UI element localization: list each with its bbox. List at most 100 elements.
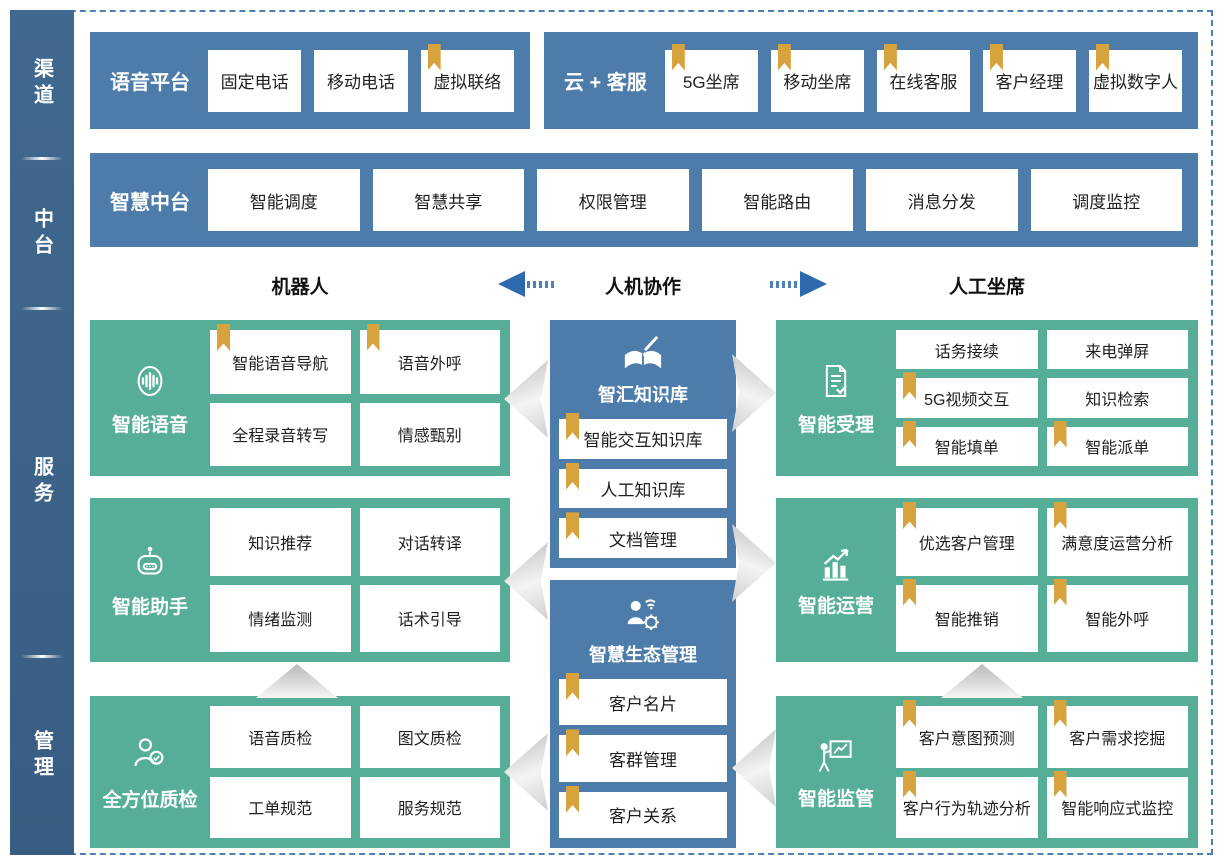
diagram-item: 满意度运营分析 bbox=[1046, 502, 1188, 576]
diagram-item-label: 权限管理 bbox=[578, 192, 647, 212]
sidebar-stage-label: 中台 bbox=[30, 207, 53, 260]
collaboration-header: 机器人 人机协作 人工坐席 bbox=[90, 260, 1198, 308]
diagram-item: 消息分发 bbox=[866, 169, 1018, 231]
service-panel-label: 智能运营 bbox=[782, 508, 890, 652]
middle-platform-row: 智慧中台智能调度智慧共享权限管理智能路由消息分发调度监控 bbox=[90, 153, 1198, 247]
diagram-item: 话务接续 bbox=[896, 330, 1038, 370]
diagram-item: 工单规范 bbox=[210, 776, 351, 838]
sidebar-divider bbox=[21, 654, 63, 658]
diagram-item: 移动电话 bbox=[314, 49, 408, 112]
diagram-item: 智能路由 bbox=[701, 169, 853, 231]
panel-title: 语音平台 bbox=[110, 72, 190, 94]
middle-platform-panel: 智慧中台智能调度智慧共享权限管理智能路由消息分发调度监控 bbox=[90, 153, 1198, 247]
robot-icon bbox=[129, 542, 171, 584]
diagram-item-label: 图文质检 bbox=[397, 730, 462, 748]
diagram-item: 权限管理 bbox=[537, 169, 689, 231]
service-panel-items: 语音质检 图文质检工单规范 服务规范 bbox=[210, 706, 500, 838]
diagram-item: 情感甄别 bbox=[359, 402, 500, 466]
diagram-item-label: 虚拟数字人 bbox=[1093, 73, 1178, 92]
diagram-item: 在线客服 bbox=[876, 43, 970, 112]
diagram-item-label: 消息分发 bbox=[907, 192, 976, 212]
diagram-item-label: 在线客服 bbox=[889, 73, 958, 92]
diagram-item: 智能交互知识库 bbox=[559, 413, 727, 459]
ecosystem-icon bbox=[621, 594, 665, 636]
diagram-item: 优选客户管理 bbox=[896, 502, 1038, 576]
diagram-item-label: 话务接续 bbox=[934, 343, 999, 361]
diagram-item-label: 客群管理 bbox=[609, 750, 677, 770]
diagram-item: 虚拟联络 bbox=[420, 43, 514, 112]
service-panel-items: 智能语音导航语音外呼全程录音转写情感甄别 bbox=[210, 324, 500, 466]
diagram-item-label: 客户意图预测 bbox=[918, 730, 1015, 748]
sidebar-stage-1: 渠道 bbox=[28, 10, 57, 157]
diagram-item: 客户关系 bbox=[559, 785, 727, 838]
service-panel-items: 优选客户管理 满意度运营分析智能推销 智能外呼 bbox=[896, 502, 1188, 652]
bookmark-icon bbox=[427, 43, 441, 71]
diagram-item: 图文质检 bbox=[359, 706, 500, 768]
panel-items: 智能调度智慧共享权限管理智能路由消息分发调度监控 bbox=[208, 169, 1182, 231]
service-panel-title: 智能助手 bbox=[111, 596, 188, 618]
diagram-item-label: 智能推销 bbox=[934, 612, 999, 630]
flow-arrow-right-2 bbox=[732, 524, 776, 602]
bookmark-icon bbox=[1053, 770, 1067, 798]
flow-arrow-left-3 bbox=[504, 733, 548, 811]
bookmark-icon bbox=[903, 502, 916, 529]
robot-column: 智能语音智能语音导航语音外呼全程录音转写情感甄别智能助手知识推荐对话转译情绪监测… bbox=[90, 320, 510, 848]
sidebar-stage-4: 管理 bbox=[28, 658, 57, 855]
bookmark-icon bbox=[903, 770, 916, 798]
voice-platform-panel: 语音平台固定电话移动电话虚拟联络 bbox=[90, 32, 530, 129]
diagram-item-label: 语音外呼 bbox=[397, 355, 462, 373]
diagram-item: 服务规范 bbox=[359, 776, 500, 838]
center-column: 智汇知识库智能交互知识库人工知识库文档管理智慧生态管理客户名片客群管理客户关系 bbox=[550, 320, 736, 848]
diagram-item: 语音质检 bbox=[210, 706, 351, 768]
bookmark-icon bbox=[903, 700, 916, 727]
knowledge-panel-title: 智汇知识库 bbox=[598, 385, 688, 405]
service-panel-title: 智能运营 bbox=[797, 595, 874, 617]
knowledge-panel-title: 智慧生态管理 bbox=[589, 645, 697, 665]
diagram-item: 客户名片 bbox=[559, 673, 727, 726]
diagram-item: 客户意图预测 bbox=[896, 700, 1038, 768]
diagram-item: 智能语音导航 bbox=[210, 324, 351, 394]
diagram-item-label: 智能外呼 bbox=[1085, 612, 1150, 630]
knowledge-panel-items: 客户名片客群管理客户关系 bbox=[559, 673, 727, 838]
service-panel-title: 智能受理 bbox=[797, 414, 874, 436]
bookmark-icon bbox=[217, 324, 230, 351]
panel-title: 智慧中台 bbox=[110, 191, 190, 214]
diagram-item-label: 客户经理 bbox=[995, 73, 1064, 92]
service-panel-title: 全方位质检 bbox=[102, 789, 198, 811]
diagram-item: 移动坐席 bbox=[770, 43, 864, 112]
bookmark-icon bbox=[366, 324, 380, 351]
diagram-item: 智慧共享 bbox=[372, 169, 524, 231]
diagram-item-label: 文档管理 bbox=[609, 530, 677, 550]
service-panel: 智能监管客户意图预测客户需求挖掘客户行为轨迹分析智能响应式监控 bbox=[776, 696, 1198, 848]
bookmark-icon bbox=[671, 43, 685, 71]
diagram-item: 来电弹屏 bbox=[1046, 330, 1188, 370]
diagram-item-label: 智能响应式监控 bbox=[1061, 801, 1174, 819]
operations-icon bbox=[815, 543, 857, 583]
service-panel-label: 智能语音 bbox=[96, 330, 204, 466]
service-panel-label: 智能监管 bbox=[782, 706, 890, 838]
diagram-item: 知识推荐 bbox=[210, 508, 351, 576]
flow-arrow-right-3 bbox=[732, 729, 776, 807]
diagram-item: 虚拟数字人 bbox=[1088, 43, 1183, 112]
bookmark-icon bbox=[1053, 700, 1067, 727]
service-panel-title: 智能语音 bbox=[111, 414, 188, 436]
diagram-item: 话术引导 bbox=[359, 584, 500, 652]
bookmark-icon bbox=[566, 673, 579, 700]
service-panel-label: 全方位质检 bbox=[96, 706, 204, 838]
bookmark-icon bbox=[566, 785, 579, 813]
bookmark-icon bbox=[903, 372, 916, 400]
diagram-item: 智能派单 bbox=[1046, 420, 1188, 466]
diagram-item-label: 满意度运营分析 bbox=[1061, 535, 1174, 553]
bookmark-icon bbox=[566, 462, 579, 490]
diagram-item: 语音外呼 bbox=[359, 324, 500, 394]
diagram-item-label: 情感甄别 bbox=[397, 428, 462, 446]
flow-arrow-to-agent bbox=[768, 271, 827, 297]
diagram-item-label: 服务规范 bbox=[397, 801, 462, 819]
diagram-item-label: 移动电话 bbox=[326, 73, 395, 92]
knowledge-panel-items: 智能交互知识库人工知识库文档管理 bbox=[559, 413, 727, 559]
service-panel: 智能运营优选客户管理 满意度运营分析智能推销 智能外呼 bbox=[776, 498, 1198, 662]
